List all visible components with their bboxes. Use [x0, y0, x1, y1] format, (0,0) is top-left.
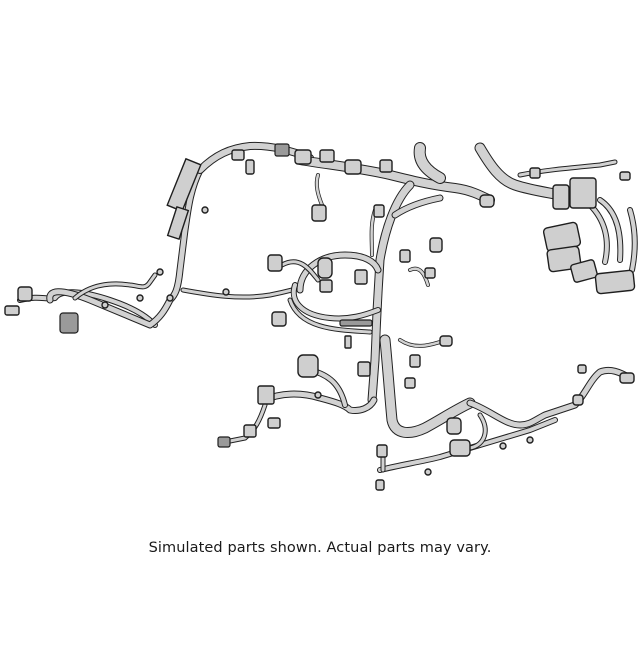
disclaimer-caption: Simulated parts shown. Actual parts may …	[148, 540, 492, 556]
harness-connectors	[4, 143, 636, 491]
harness-trunks	[17, 141, 638, 473]
